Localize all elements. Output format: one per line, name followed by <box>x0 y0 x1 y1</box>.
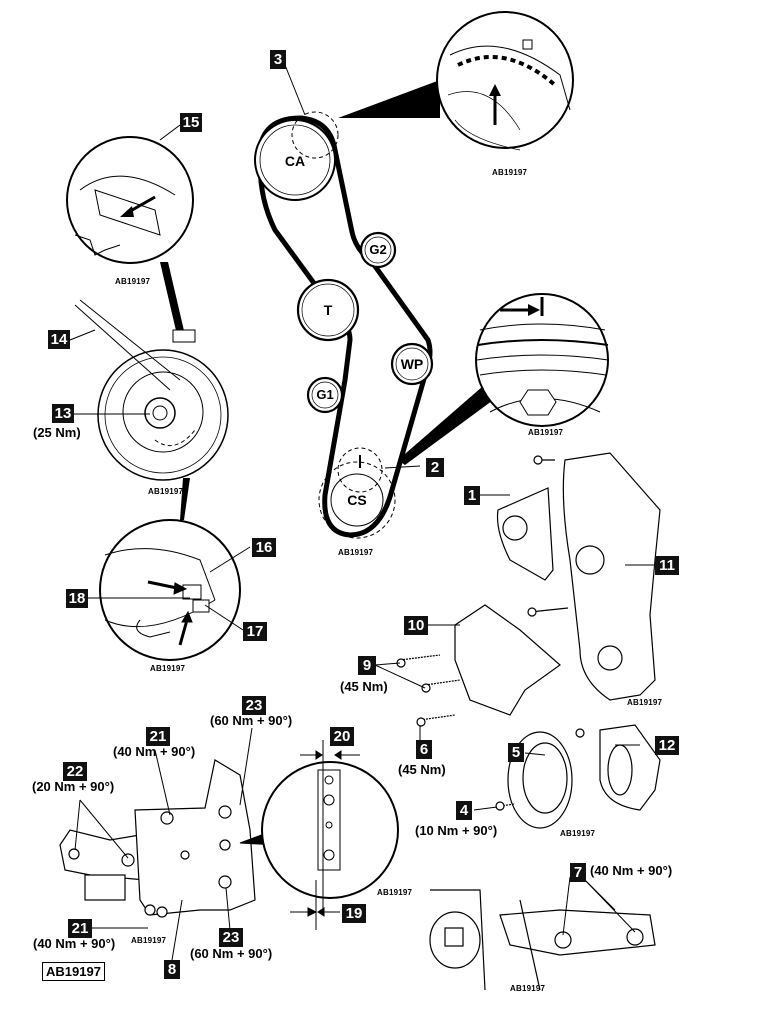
detail-reference: AB19197 <box>528 428 564 437</box>
pulley-label-ca: CA <box>284 153 306 169</box>
detail-reference: AB19197 <box>115 277 151 286</box>
callout-12: 12 <box>655 736 679 755</box>
callout-6: 6 <box>416 740 432 759</box>
pulley-g1 <box>306 376 344 414</box>
pulley-label-g2: G2 <box>369 242 387 257</box>
torque-21-top: (40 Nm + 90°) <box>113 744 196 759</box>
callout-13: 13 <box>52 404 74 423</box>
callout-8: 8 <box>164 960 180 979</box>
callout-23-bottom: 23 <box>219 928 243 947</box>
detail-reference: AB19197 <box>560 829 596 838</box>
callout-4: 4 <box>456 801 472 820</box>
detail-tensioner-arrow <box>66 136 194 335</box>
callout-5: 5 <box>508 743 524 762</box>
torque-7: (40 Nm + 90°) <box>590 863 673 878</box>
leader-lines <box>69 64 655 961</box>
torque-23-top: (60 Nm + 90°) <box>210 713 293 728</box>
detail-reference: AB19197 <box>510 984 546 993</box>
torque-23-bottom: (60 Nm + 90°) <box>190 946 273 961</box>
torque-22: (20 Nm + 90°) <box>32 779 115 794</box>
torque-9: (45 Nm) <box>340 679 388 694</box>
torque-21-bottom: (40 Nm + 90°) <box>33 936 116 951</box>
tensioner-bracket-10 <box>454 604 561 716</box>
torque-4: (10 Nm + 90°) <box>415 823 498 838</box>
callout-23-top: 23 <box>242 696 266 715</box>
callout-17: 17 <box>243 622 267 641</box>
callout-15: 15 <box>180 113 202 132</box>
engine-mount-bracket-7 <box>429 876 656 991</box>
detail-reference: AB19197 <box>492 168 528 177</box>
pulley-label-g1: G1 <box>316 387 334 402</box>
callout-3: 3 <box>270 50 286 69</box>
detail-reference: AB19197 <box>377 888 413 897</box>
callout-18: 18 <box>66 589 88 608</box>
callout-9: 9 <box>358 656 376 675</box>
detail-reference: AB19197 <box>627 698 663 707</box>
pulley-label-wp: WP <box>400 356 424 372</box>
detail-reference: AB19197 <box>148 487 184 496</box>
detail-tensioner-pointer <box>99 519 241 661</box>
detail-reference: AB19197 <box>150 664 186 673</box>
torque-6: (45 Nm) <box>398 762 446 777</box>
torque-13: (25 Nm) <box>33 425 81 440</box>
cover-11 <box>562 452 661 701</box>
detail-mount-alignment <box>239 740 399 930</box>
timing-cover-parts <box>396 452 661 829</box>
tensioner-assembly <box>74 299 229 481</box>
pulley-t <box>296 278 360 342</box>
pulley-wp <box>390 342 434 386</box>
detail-reference: AB19197 <box>131 936 167 945</box>
pulley-cs <box>318 447 396 539</box>
callout-21-bottom: 21 <box>68 919 92 938</box>
callout-11: 11 <box>655 556 679 575</box>
figure-reference-code: AB19197 <box>42 962 105 981</box>
callout-21-top: 21 <box>146 727 170 746</box>
callout-2: 2 <box>426 458 444 477</box>
callout-19: 19 <box>342 904 366 923</box>
callout-1: 1 <box>464 486 480 505</box>
pulley-ca <box>254 111 339 201</box>
callout-14: 14 <box>48 330 70 349</box>
callout-22: 22 <box>63 762 87 781</box>
pulley-g2 <box>359 231 397 269</box>
pulley-label-t: T <box>323 302 333 318</box>
detail-camshaft-mark <box>338 11 574 151</box>
callout-10: 10 <box>404 616 428 635</box>
pulley-label-cs: CS <box>347 492 367 508</box>
engine-mount-assembly <box>59 759 256 918</box>
callout-7: 7 <box>570 863 586 882</box>
callout-16: 16 <box>252 538 276 557</box>
callout-20: 20 <box>330 727 354 746</box>
detail-crankshaft-mark <box>398 293 609 465</box>
detail-reference: AB19197 <box>338 548 374 557</box>
